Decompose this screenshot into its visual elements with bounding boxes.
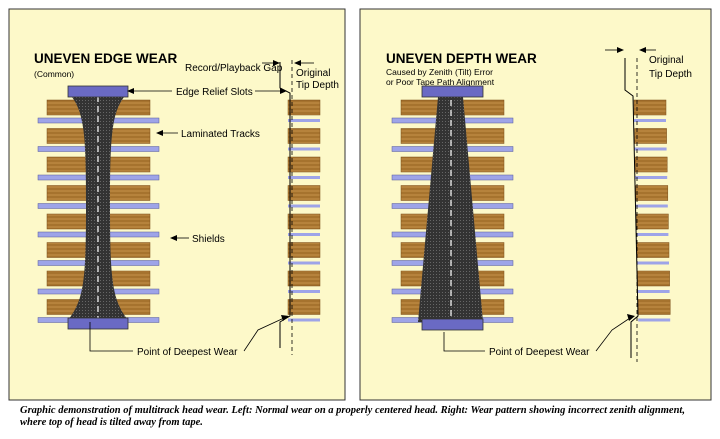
right-title: UNEVEN DEPTH WEAR (386, 51, 537, 66)
left-top-cap (67, 85, 129, 98)
side-track (287, 156, 321, 173)
side-track (287, 299, 321, 315)
figure-caption: Graphic demonstration of multitrack head… (20, 405, 685, 428)
right-side-profile (633, 99, 671, 322)
left-subtitle: (Common) (34, 69, 74, 79)
right-top-cap (421, 85, 484, 98)
side-shield (635, 204, 668, 208)
side-track (287, 242, 321, 258)
side-shield (288, 290, 320, 293)
left-tracks-label: Laminated Tracks (181, 129, 260, 140)
side-shield (638, 318, 671, 322)
side-shield (288, 261, 320, 265)
side-shield (635, 176, 668, 179)
right-subtitle-1: Caused by Zenith (Tilt) Error (386, 67, 493, 77)
right-profile-outline (624, 58, 639, 358)
side-shield (288, 119, 320, 122)
side-track (634, 156, 668, 173)
right-gap-arrowhead (617, 47, 624, 53)
side-track (287, 128, 321, 144)
side-track (287, 99, 321, 116)
left-tip-arrowhead (294, 60, 301, 66)
right-bottom-cap (421, 318, 484, 331)
left-shields-label: Shields (192, 234, 225, 245)
side-track (637, 270, 670, 287)
side-shield (636, 233, 669, 236)
side-shield (634, 119, 666, 122)
right-panel: UNEVEN DEPTH WEAR Caused by Zenith (Tilt… (359, 8, 712, 401)
left-slots-arrowhead-a (127, 88, 134, 94)
side-track (637, 299, 671, 315)
side-shield (288, 204, 320, 208)
left-panel: UNEVEN EDGE WEAR (Common) Record/Playbac… (8, 8, 346, 401)
side-shield (637, 261, 669, 265)
left-deepest-leader-b (243, 317, 285, 352)
side-track (287, 185, 321, 201)
left-deepest-leader-a (89, 322, 133, 352)
right-deepest-leader-a (443, 332, 485, 352)
left-deepest-label: Point of Deepest Wear (137, 347, 238, 358)
side-shield (637, 290, 670, 293)
left-tip-label-1: Original (296, 68, 330, 79)
left-title: UNEVEN EDGE WEAR (34, 51, 178, 66)
side-track (287, 270, 321, 287)
side-shield (288, 318, 320, 322)
right-deepest-leader-b (595, 317, 631, 352)
side-shield (288, 233, 320, 236)
left-slots-arrowhead-b (280, 88, 287, 94)
side-track (634, 128, 667, 144)
side-track (635, 185, 669, 201)
left-gap-arrowhead-a (273, 60, 280, 66)
left-profile-outline (279, 62, 291, 348)
left-gap-label: Record/Playback Gap (185, 63, 283, 74)
left-shields-arrowhead (170, 235, 177, 241)
side-track (636, 213, 669, 230)
right-worn-tape (418, 97, 483, 322)
left-bottom-cap (67, 317, 129, 330)
left-deepest-arrowhead (281, 315, 289, 321)
side-shield (288, 176, 320, 179)
left-tip-label-2: Tip Depth (296, 80, 339, 91)
left-slots-label: Edge Relief Slots (176, 87, 253, 98)
side-track (287, 213, 321, 230)
side-track (636, 242, 670, 258)
right-deepest-label: Point of Deepest Wear (489, 347, 590, 358)
right-tip-label-1: Original (649, 55, 683, 66)
left-side-profile (287, 99, 321, 322)
right-deepest-arrowhead (627, 314, 635, 321)
side-shield (634, 147, 667, 151)
right-tip-arrowhead (639, 47, 646, 53)
side-shield (288, 147, 320, 151)
side-track (633, 99, 667, 116)
right-tip-label-2: Tip Depth (649, 69, 692, 80)
right-subtitle-2: or Poor Tape Path Alignment (386, 77, 495, 87)
left-tracks-arrowhead (156, 130, 163, 136)
